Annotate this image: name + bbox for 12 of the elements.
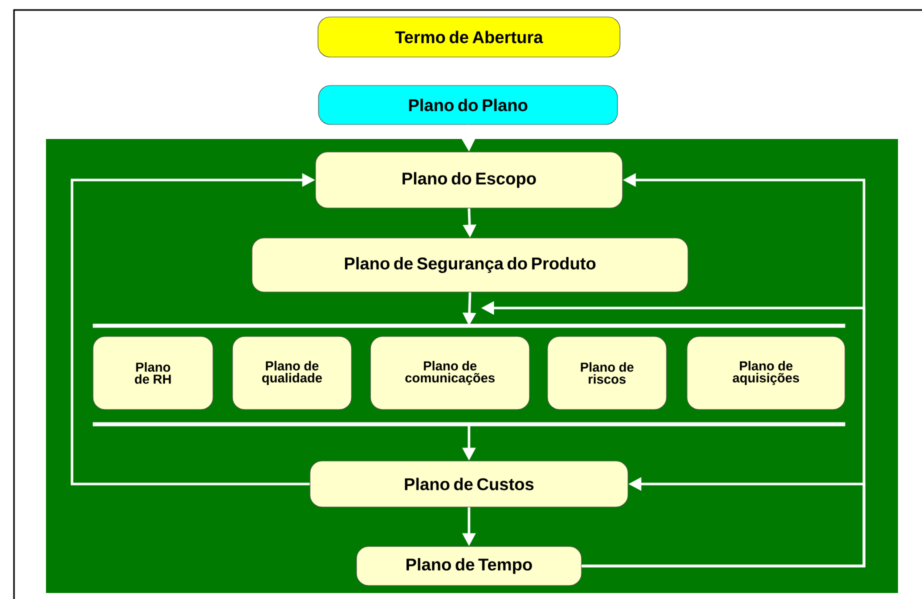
process-box: Plano do Escopo	[315, 152, 623, 208]
process-box: Plano de Tempo	[356, 546, 582, 586]
process-box: Plano de Custos	[310, 460, 628, 508]
process-box: Plano de Segurança do Produto	[252, 238, 688, 292]
process-box: Plano de aquisições	[686, 336, 846, 410]
start-box: Termo de Abertura	[318, 16, 620, 58]
band	[92, 324, 846, 426]
process-box: Plano de qualidade	[232, 336, 352, 410]
process-box: Plano de comunicações	[370, 336, 530, 410]
process-box: Plano do Plano	[318, 85, 618, 125]
process-box: Plano de riscos	[547, 336, 667, 410]
process-box: Plano de RH	[92, 336, 214, 410]
